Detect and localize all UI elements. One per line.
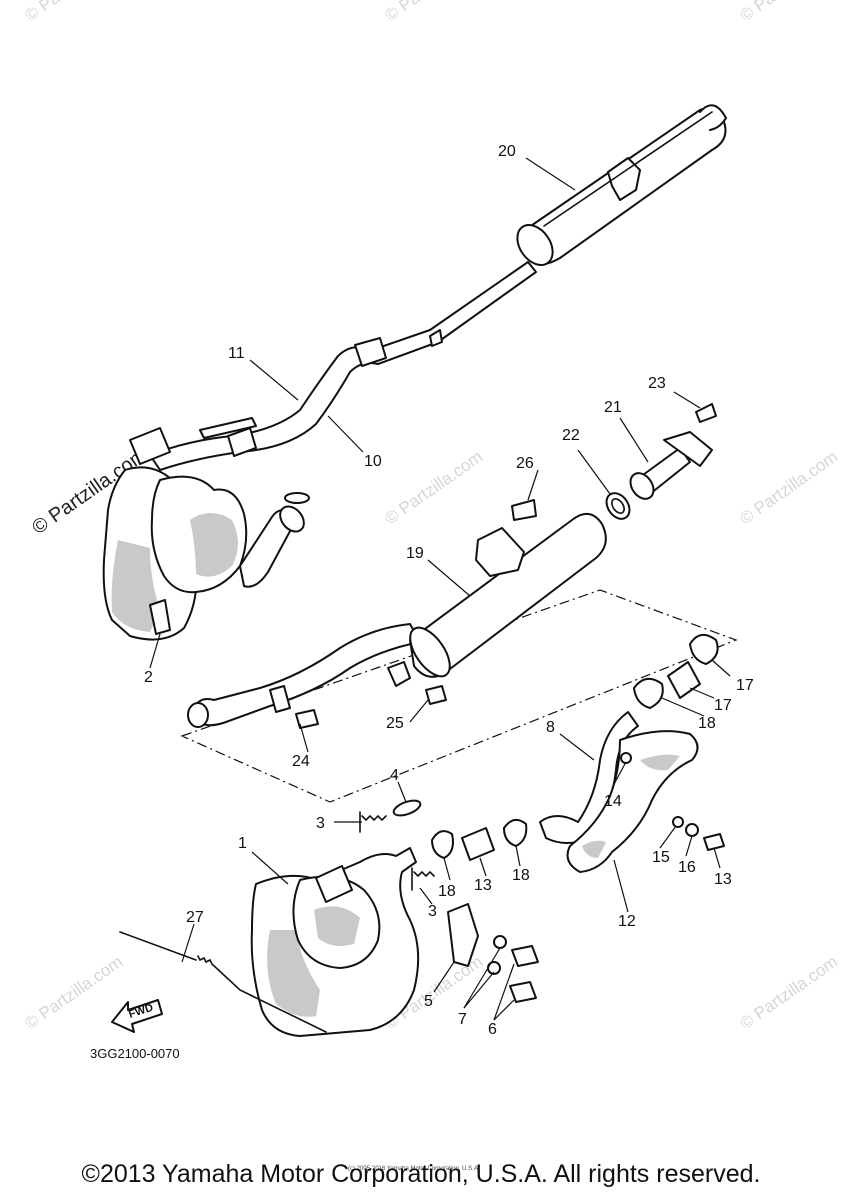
callout-3a: 3 bbox=[316, 815, 325, 832]
callout-6: 6 bbox=[488, 1021, 497, 1038]
leader-lines bbox=[149, 157, 731, 1021]
washer-7a bbox=[493, 935, 507, 949]
watermark: © Partzilla.com bbox=[736, 952, 841, 1033]
nut-14 bbox=[685, 823, 699, 837]
callout-12: 13 bbox=[714, 871, 732, 888]
callout-17a: 17 bbox=[736, 677, 754, 694]
callout-19: 19 bbox=[406, 545, 424, 562]
bracket-5 bbox=[447, 903, 479, 967]
bolt-12 bbox=[703, 833, 725, 851]
callout-13b: 15 bbox=[652, 849, 670, 866]
watermark: © Partzilla.com bbox=[381, 447, 486, 528]
callout-15: 13 bbox=[474, 877, 492, 894]
callout-8: 8 bbox=[546, 719, 555, 736]
callout-10: 12 bbox=[618, 913, 636, 930]
tube-11 bbox=[149, 261, 537, 471]
clamp-17b bbox=[633, 677, 664, 709]
callout-14: 16 bbox=[678, 859, 696, 876]
callout-27: 27 bbox=[186, 909, 204, 926]
callout-26: 26 bbox=[516, 455, 534, 472]
exhaust-pipe-1 bbox=[250, 847, 420, 1037]
bolt-6b bbox=[509, 981, 537, 1003]
bolt-6a bbox=[511, 945, 539, 967]
callout-13a: 14 bbox=[604, 793, 622, 810]
callout-21: 21 bbox=[604, 399, 622, 416]
o-ring-4 bbox=[392, 799, 422, 817]
callout-1: 1 bbox=[238, 835, 247, 852]
watermark: © Partzilla.com bbox=[736, 447, 841, 528]
callouts: 20 11 10 2 19 26 22 21 23 25 24 17 17 18… bbox=[144, 143, 754, 1038]
diagram-code: 3GG2100-0070 bbox=[90, 1046, 180, 1061]
callout-18a: 18 bbox=[438, 883, 456, 900]
bolt-23 bbox=[695, 403, 717, 423]
bolt-25 bbox=[425, 685, 447, 705]
callout-16: 17 bbox=[714, 697, 732, 714]
callout-24: 24 bbox=[292, 753, 310, 770]
callout-22: 22 bbox=[562, 427, 580, 444]
callout-25: 25 bbox=[386, 715, 404, 732]
callout-7: 7 bbox=[458, 1011, 467, 1028]
exhaust-pipe-2 bbox=[102, 427, 310, 641]
footer-copyright: ©2013 Yamaha Motor Corporation, U.S.A. A… bbox=[81, 1160, 761, 1188]
muffler-19 bbox=[187, 513, 607, 728]
callout-23: 23 bbox=[648, 375, 666, 392]
fwd-arrow-icon: FWD bbox=[111, 999, 163, 1033]
washer-13b bbox=[672, 816, 684, 828]
washer-13a bbox=[620, 752, 632, 764]
watermark: © Partzilla.com bbox=[21, 0, 126, 25]
small-copyright-notice: (c) 2005-2016 Yamaha Motor Corporation, … bbox=[348, 1166, 480, 1172]
watermark: © Partzilla.com bbox=[381, 0, 486, 25]
joint-21 bbox=[629, 431, 713, 500]
clamp-18b bbox=[503, 818, 528, 847]
watermark: © Partzilla.com bbox=[21, 952, 126, 1033]
bolt-26 bbox=[511, 499, 537, 521]
callout-2: 2 bbox=[144, 669, 153, 686]
callout-17b: 18 bbox=[698, 715, 716, 732]
clamp-17a bbox=[689, 633, 719, 665]
callout-5: 5 bbox=[424, 993, 433, 1010]
clamp-18a bbox=[431, 830, 454, 859]
callout-20: 20 bbox=[498, 143, 516, 160]
joint-15 bbox=[461, 827, 495, 861]
watermark: © Partzilla.com bbox=[736, 0, 841, 25]
gasket-22 bbox=[605, 492, 631, 520]
callout-4: 4 bbox=[390, 767, 399, 784]
spring-3a bbox=[359, 811, 387, 833]
wire-27 bbox=[119, 931, 327, 1033]
callout-3b: 3 bbox=[428, 903, 437, 920]
callout-11: 11 bbox=[228, 345, 245, 362]
callout-9: 10 bbox=[364, 453, 382, 470]
spring-3b bbox=[411, 867, 435, 891]
bolt-24 bbox=[295, 709, 319, 729]
muffler-20 bbox=[516, 104, 727, 266]
callout-18b: 18 bbox=[512, 867, 530, 884]
joint-16 bbox=[667, 661, 701, 699]
